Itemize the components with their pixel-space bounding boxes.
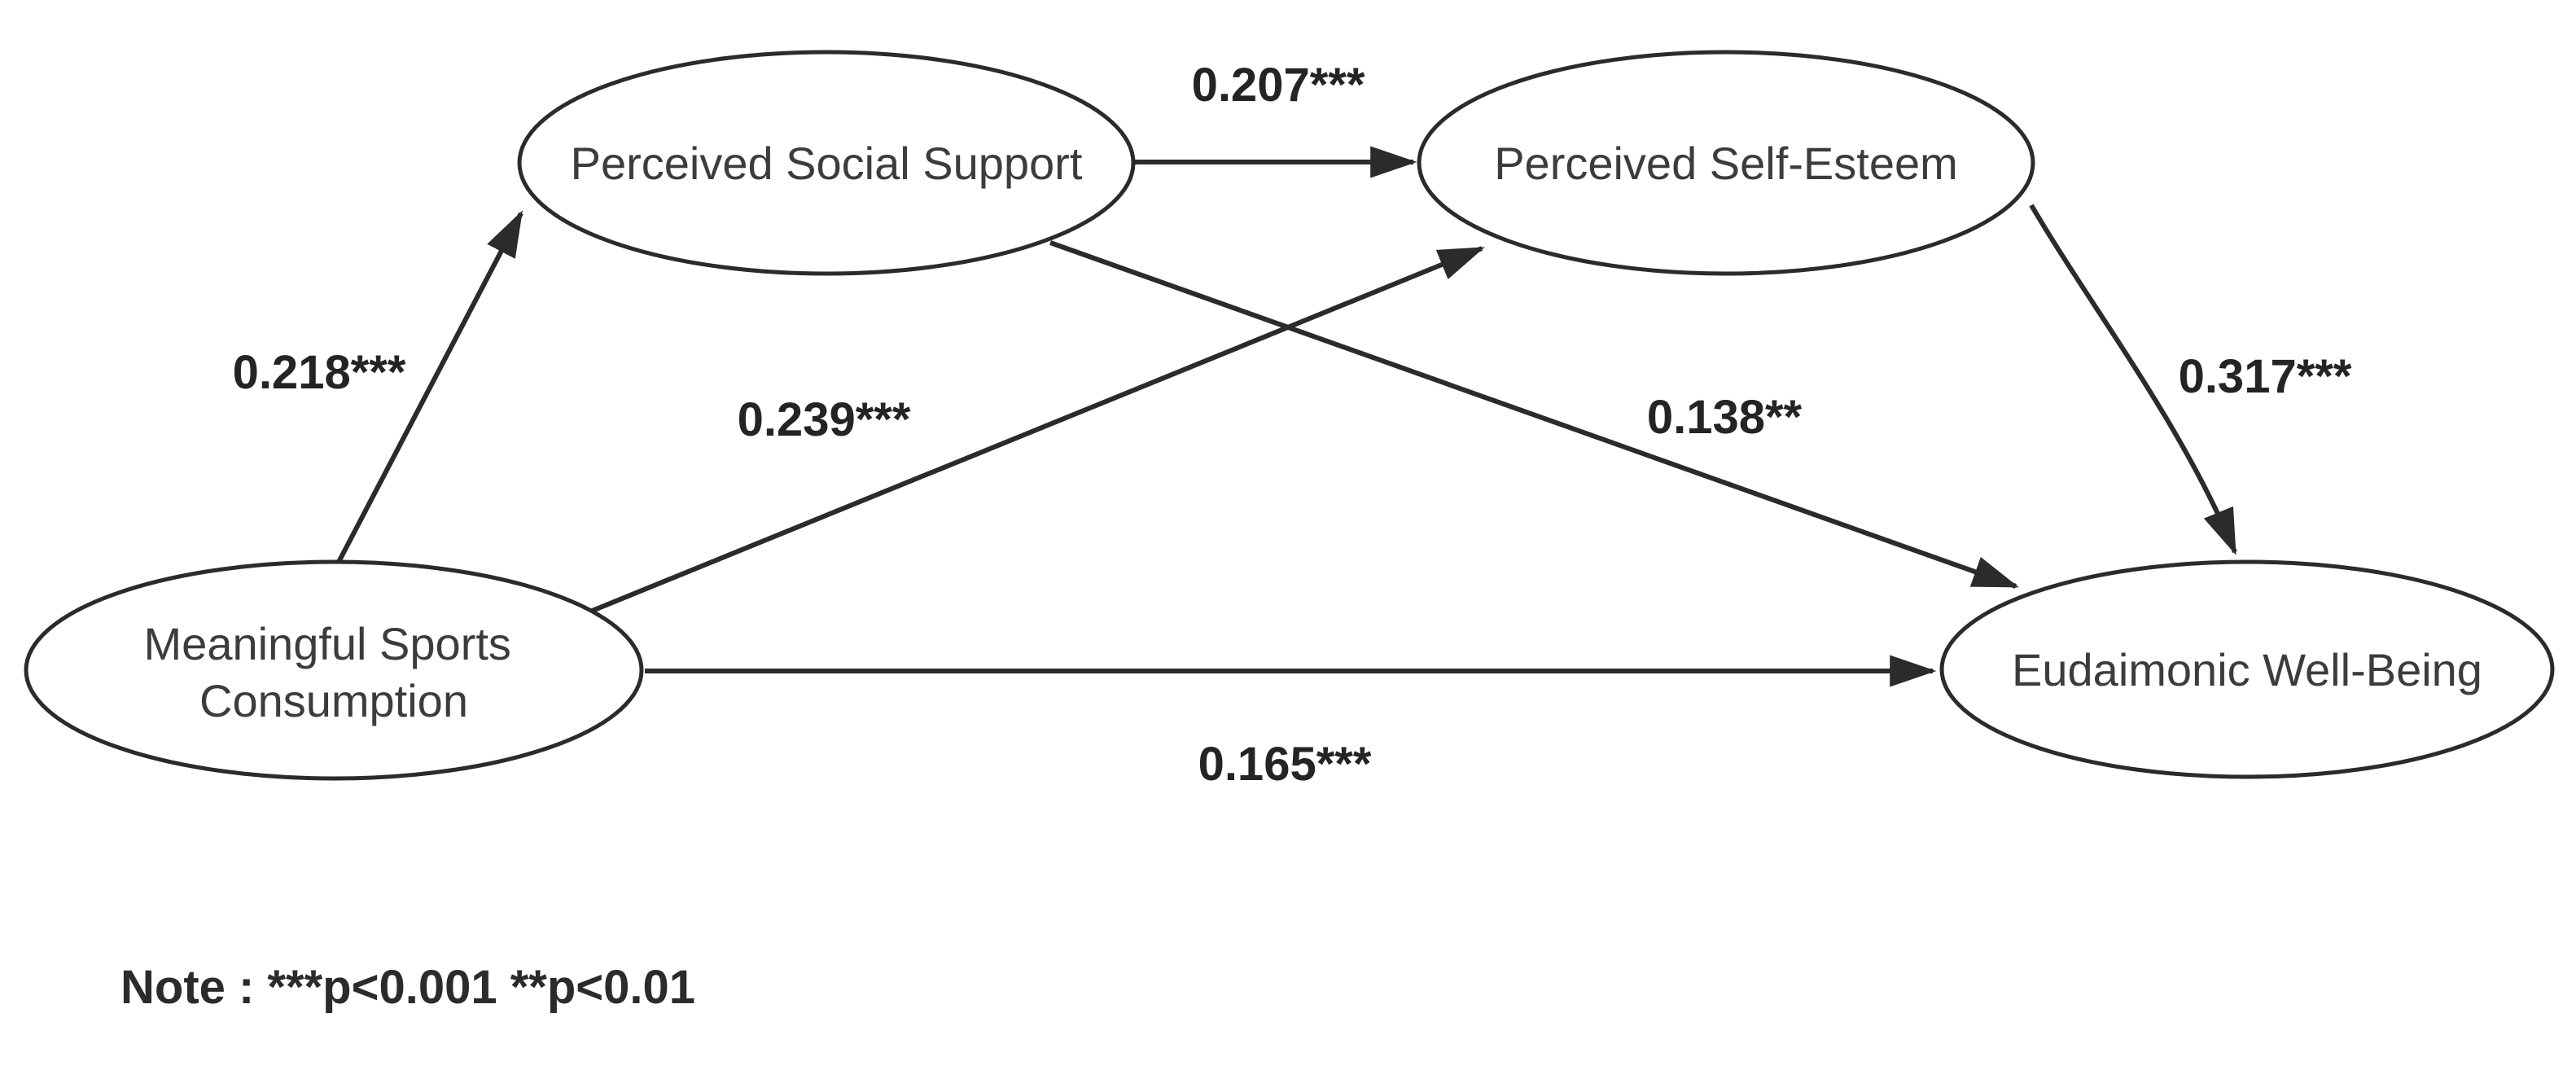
node-eudaimonic-well-being: Eudaimonic Well-Being (1939, 559, 2555, 779)
edge-pse-to-ewb (2029, 204, 2237, 555)
edge-label-group: 0.218*** 0.207*** 0.239*** 0.138** 0.317… (233, 59, 2352, 791)
edge-pss-to-ewb (1049, 240, 2019, 589)
edge-label-pss-to-ewb: 0.138** (1647, 391, 1803, 444)
edge-label-pss-to-pse: 0.207*** (1192, 59, 1365, 112)
edge-msc-to-pss (335, 210, 524, 565)
node-ellipse-perceived-social-support (517, 50, 1136, 276)
node-perceived-social-support: Perceived Social Support (517, 50, 1136, 276)
node-perceived-self-esteem: Perceived Self-Esteem (1417, 50, 2035, 276)
node-group: Perceived Social Support Perceived Self-… (24, 50, 2555, 781)
edge-label-msc-to-pse: 0.239*** (738, 393, 911, 446)
edge-label-pse-to-ewb: 0.317*** (2179, 350, 2352, 403)
node-label-perceived-social-support: Perceived Social Support (571, 138, 1083, 189)
node-label-meaningful-sports-consumption: Meaningful Sports Consumption (144, 618, 524, 726)
edge-label-msc-to-pss: 0.218*** (233, 346, 406, 399)
edge-msc-to-pse (580, 246, 1485, 617)
node-ellipse-perceived-self-esteem (1417, 50, 2035, 276)
edge-group (335, 146, 2237, 687)
edge-label-msc-to-ewb: 0.165*** (1198, 738, 1372, 791)
node-ellipse-eudaimonic-well-being (1939, 559, 2555, 779)
node-ellipse-meaningful-sports-consumption (24, 559, 644, 781)
node-label-eudaimonic-well-being: Eudaimonic Well-Being (2012, 644, 2482, 695)
node-label-perceived-self-esteem: Perceived Self-Esteem (1494, 138, 1958, 189)
node-meaningful-sports-consumption: Meaningful Sports Consumption (24, 559, 644, 781)
note-text: Note : ***p<0.001 **p<0.01 (120, 961, 695, 1014)
